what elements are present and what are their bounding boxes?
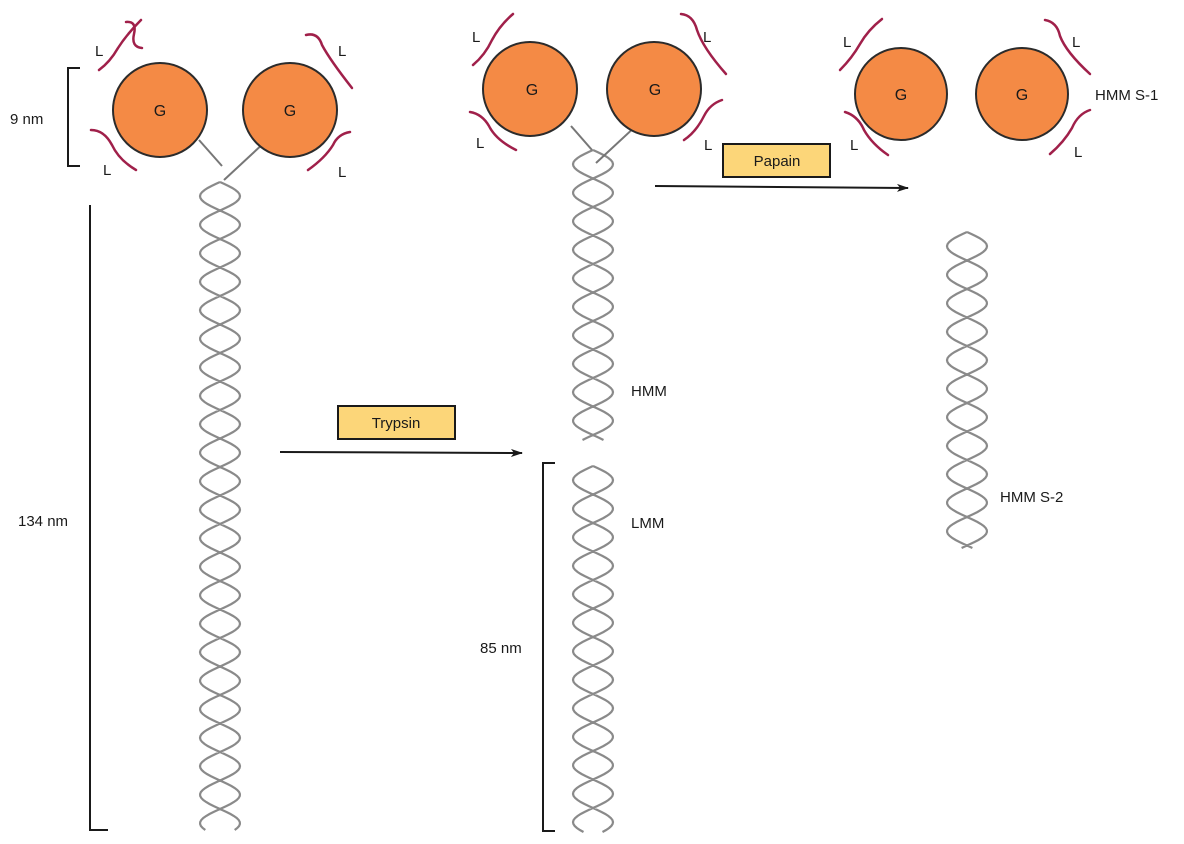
myosin-tail-helix bbox=[198, 180, 242, 831]
head-label: G bbox=[284, 103, 296, 120]
papain-arrow bbox=[654, 183, 909, 192]
head-label: G bbox=[154, 103, 166, 120]
lmm-length-label: 85 nm bbox=[480, 640, 522, 657]
head-domain-right bbox=[606, 41, 702, 137]
lmm-tail-helix bbox=[571, 464, 615, 833]
s2-helix bbox=[945, 230, 989, 549]
head-domain-left bbox=[482, 41, 578, 137]
head-label: G bbox=[526, 82, 538, 99]
head-domain-right bbox=[242, 62, 338, 158]
head-domain-left bbox=[112, 62, 208, 158]
light-chain-label: L bbox=[850, 137, 858, 154]
light-chain-label: L bbox=[338, 164, 346, 181]
light-chain-label: L bbox=[95, 43, 103, 60]
hmm-label: HMM bbox=[631, 383, 667, 400]
papain-box bbox=[722, 143, 831, 178]
light-chain-label: L bbox=[1074, 144, 1082, 161]
intact-myosin: G G L L L L 9 nm 134 nm bbox=[10, 18, 354, 831]
neck-right bbox=[223, 140, 267, 181]
s1-head-right bbox=[975, 47, 1069, 141]
neck-left bbox=[570, 125, 593, 151]
light-chain bbox=[843, 110, 890, 157]
light-chain-label: L bbox=[1072, 34, 1080, 51]
heavy-meromyosin: G G L L L L HMM bbox=[468, 12, 728, 441]
neck-right bbox=[595, 124, 638, 164]
light-meromyosin: 85 nm LMM bbox=[480, 462, 664, 833]
light-chain-label: L bbox=[703, 29, 711, 46]
trypsin-box bbox=[337, 405, 456, 440]
papain-step: Papain bbox=[654, 143, 909, 192]
hmm-s1-label: HMM S-1 bbox=[1095, 87, 1158, 104]
head-label: G bbox=[649, 82, 661, 99]
light-chain-label: L bbox=[103, 162, 111, 179]
hmm-s2-label: HMM S-2 bbox=[1000, 489, 1063, 506]
trypsin-step: Trypsin bbox=[279, 405, 523, 457]
light-chain bbox=[97, 18, 143, 72]
light-chain bbox=[306, 130, 352, 172]
light-chain bbox=[1048, 108, 1092, 156]
lmm-length-bracket bbox=[542, 462, 555, 832]
hmm-tail-helix bbox=[571, 148, 615, 441]
trypsin-arrow bbox=[279, 448, 523, 457]
light-chain-label: L bbox=[472, 29, 480, 46]
light-chain-label: L bbox=[338, 43, 346, 60]
head-label: G bbox=[895, 87, 907, 104]
molecule-length-bracket bbox=[89, 205, 108, 831]
lmm-label: LMM bbox=[631, 515, 664, 532]
s1-head-left bbox=[854, 47, 948, 141]
light-chain bbox=[682, 98, 724, 142]
light-chain bbox=[124, 20, 144, 50]
light-chain bbox=[89, 128, 138, 172]
head-dimension-bracket bbox=[67, 67, 80, 167]
hmm-s1-fragments: G G L L L L HMM S-1 bbox=[838, 17, 1158, 161]
light-chain bbox=[468, 110, 518, 152]
light-chain bbox=[838, 17, 884, 72]
light-chain bbox=[304, 33, 354, 90]
neck-left bbox=[198, 139, 223, 167]
papain-label: Papain bbox=[754, 153, 801, 170]
head-dimension-label: 9 nm bbox=[10, 111, 43, 128]
light-chain bbox=[471, 12, 515, 67]
light-chain-label: L bbox=[476, 135, 484, 152]
molecule-length-label: 134 nm bbox=[18, 513, 68, 530]
light-chain-label: L bbox=[843, 34, 851, 51]
head-label: G bbox=[1016, 87, 1028, 104]
light-chain bbox=[679, 12, 728, 76]
trypsin-label: Trypsin bbox=[372, 415, 421, 432]
light-chain-label: L bbox=[704, 137, 712, 154]
hmm-s2-fragment: HMM S-2 bbox=[945, 230, 1063, 549]
light-chain bbox=[1043, 18, 1092, 76]
